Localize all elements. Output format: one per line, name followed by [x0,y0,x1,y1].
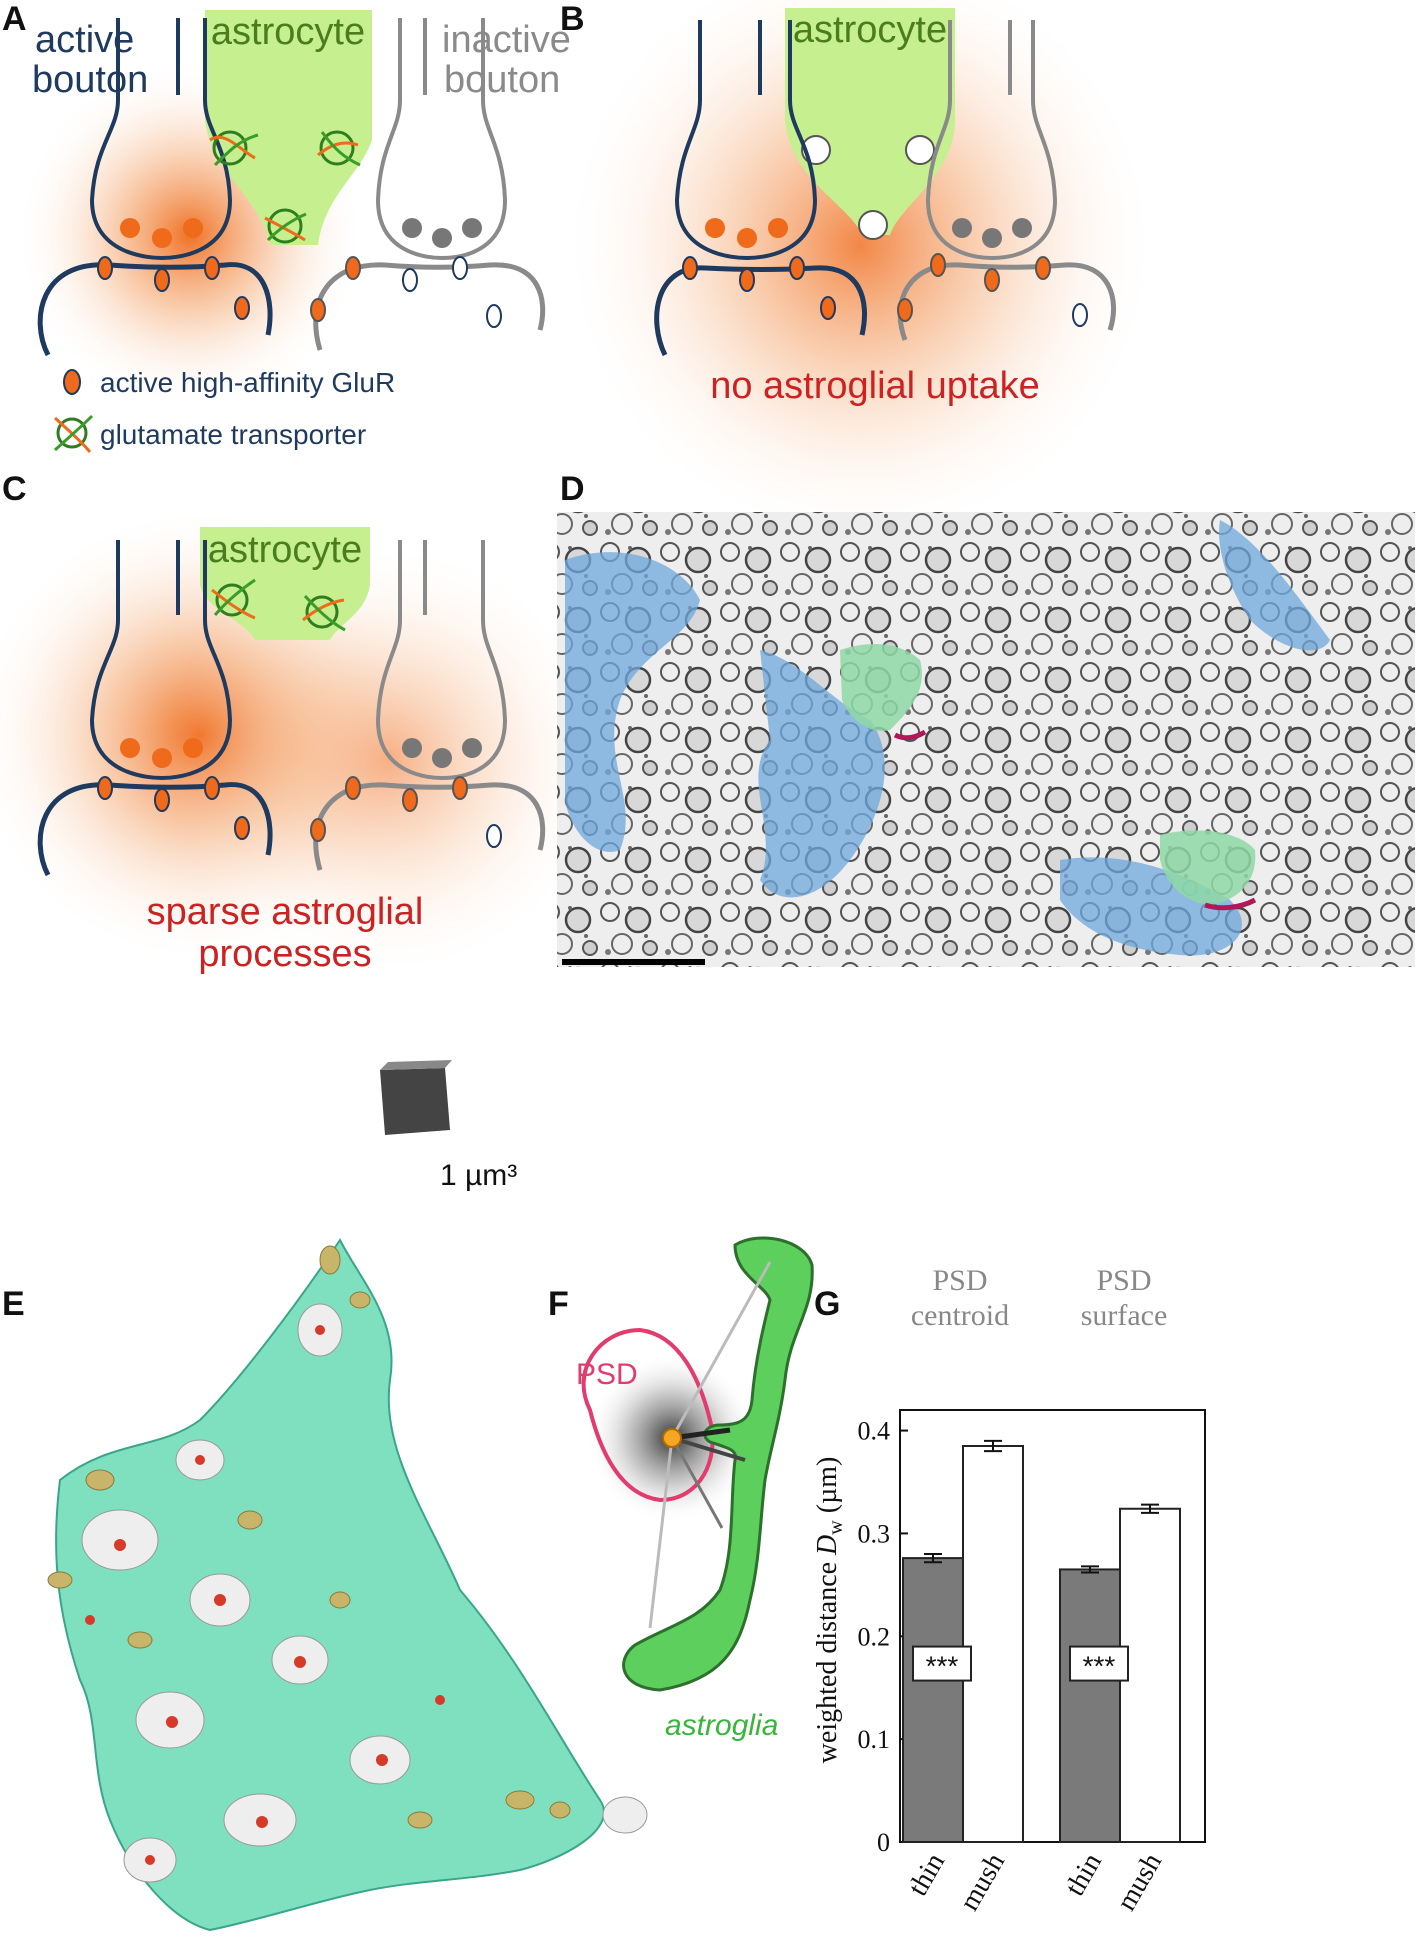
panel-f: F PSD astroglia [548,1236,814,1742]
plot-frame [899,1409,1206,1843]
active-spine [654,265,867,357]
inactive-bouton [925,20,1058,261]
astroglia-label: astroglia [665,1709,778,1742]
bar-thin [1059,1568,1121,1844]
panel-c-caption-1: sparse astroglial [147,891,424,933]
panel-c: C astrocyte sparse astroglial processes [0,470,610,980]
psd-dots [85,1325,445,1865]
significance-box [912,1645,972,1682]
panel-d: D [557,470,1415,967]
transporter-icon [209,130,361,244]
panel-letter-a: A [2,0,27,38]
panel-letter-e: E [2,1285,25,1323]
axon-boutons [47,1245,571,1829]
group-title-1a: PSD [932,1264,987,1297]
bar-mush [962,1445,1024,1843]
transporter-icon [211,578,346,632]
panel-letter-b: B [560,0,585,38]
panel-b-caption: no astroglial uptake [710,365,1040,407]
panel-b: B astrocyte no astroglial uptake [560,0,1160,545]
astrocyte-label: astrocyte [208,529,362,571]
group-title-2a: PSD [1096,1264,1151,1297]
x-tick-label: mush [1111,1848,1168,1916]
active-bouton [89,540,233,781]
panel-letter-d: D [560,470,585,508]
panel-letter-c: C [2,470,27,508]
inactive-spine [313,782,546,871]
spine-head-green [840,644,922,731]
spine-head-green [1160,830,1256,905]
y-tick-label: 0 [877,1828,890,1857]
glur-legend-icon [63,369,81,395]
distance-arrows [648,1261,772,1629]
scale-cube-icon [380,1068,450,1135]
significance-box [1069,1645,1129,1682]
group-title-1b: centroid [911,1299,1009,1332]
scale-cube-label: 1 µm³ [440,1159,517,1192]
astroglia-reconstruction [55,1238,605,1932]
psd-outline [581,1327,715,1503]
inactive-bouton-label-2: bouton [444,59,560,101]
panel-letter-g: G [814,1285,840,1323]
y-tick-label: 0.2 [858,1622,891,1651]
bar-thin [902,1557,964,1843]
y-tick-label: 0.4 [858,1417,891,1446]
active-bouton [674,20,818,261]
inactive-spine [897,262,1116,341]
x-tick-label: mush [954,1848,1011,1916]
x-tick-label: thin [1059,1848,1108,1901]
psd-centroid-marker [662,1428,682,1448]
inactive-bouton [375,540,508,781]
active-bouton-label-2: bouton [32,59,148,101]
significance-label: *** [1083,1651,1116,1682]
panel-e: E 1 µm³ [2,1060,648,1932]
inactive-bouton-label-1: inactive [442,19,571,61]
panel-a: A astrocyte active bouton inactive bouto… [2,0,571,453]
active-spine [37,262,273,357]
significance-label: *** [926,1651,959,1682]
legend-transporter-label: glutamate transporter [100,419,366,450]
y-tick-label: 0.1 [858,1725,891,1754]
inactive-spine [313,262,546,351]
psd-marker [1204,897,1257,911]
astrocyte-label: astrocyte [211,11,365,53]
legend-receptor-label: active high-affinity GluR [100,367,395,398]
glutamate-cloud [560,0,1160,545]
astrocyte-process [205,10,372,245]
astrocyte-process [785,8,955,235]
astrocyte-label: astrocyte [793,9,947,51]
transporter-legend-icon [53,414,94,453]
active-bouton-label-1: active [35,19,134,61]
inactive-bouton [375,18,508,261]
psd-marker [893,729,927,741]
active-spine [37,782,273,877]
y-tick-label: 0.3 [858,1519,891,1548]
y-axis-label: weighted distance Dw (µm) [812,1457,847,1764]
panel-letter-f: F [548,1285,569,1323]
psd-label: PSD [576,1358,638,1391]
em-micrograph [557,512,1415,967]
panel-g-chart: G PSD centroid PSD surface weighted dist… [812,1264,1206,1916]
group-title-2b: surface [1081,1299,1168,1332]
panel-c-caption-2: processes [198,933,371,975]
x-tick-label: thin [902,1848,951,1901]
astroglia-shape [622,1236,814,1692]
